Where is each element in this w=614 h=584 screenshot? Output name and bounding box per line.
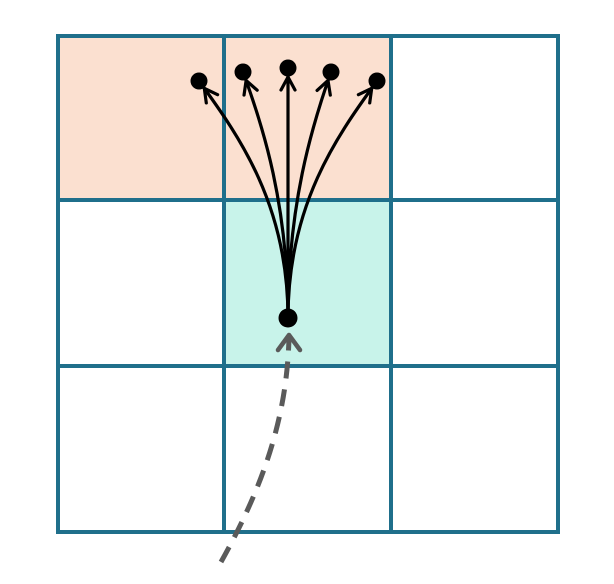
branch-arrowhead-3 — [279, 75, 297, 92]
grid-cell-empty — [391, 36, 558, 200]
branch-arrowhead-1 — [202, 86, 220, 105]
origin-node — [278, 308, 298, 328]
grid-cell-current — [224, 200, 391, 366]
grid-cell-empty — [391, 200, 558, 366]
branch-end-node-4 — [322, 63, 340, 81]
grid-cell-target — [58, 36, 224, 200]
branch-end-node-2 — [234, 63, 252, 81]
grid-cell-empty — [391, 366, 558, 532]
branch-arrowhead-2 — [242, 78, 259, 97]
incoming-arrowhead — [275, 332, 303, 353]
branch-end-node-3 — [279, 59, 297, 77]
branch-arrows — [197, 68, 379, 319]
incoming-dashed-path — [218, 332, 303, 564]
incoming-dashed-line — [218, 337, 292, 564]
grid-cell-empty — [58, 200, 224, 366]
branch-arrow-5 — [286, 80, 379, 319]
branch-end-node-1 — [190, 72, 208, 90]
branch-arrowhead-5 — [356, 86, 374, 105]
grid-cell-empty — [58, 366, 224, 532]
branch-nodes — [190, 59, 386, 328]
grid-cell-target — [224, 36, 391, 200]
branch-arrowhead-4 — [315, 78, 332, 97]
grid-cells — [58, 36, 558, 532]
branch-end-node-5 — [368, 72, 386, 90]
